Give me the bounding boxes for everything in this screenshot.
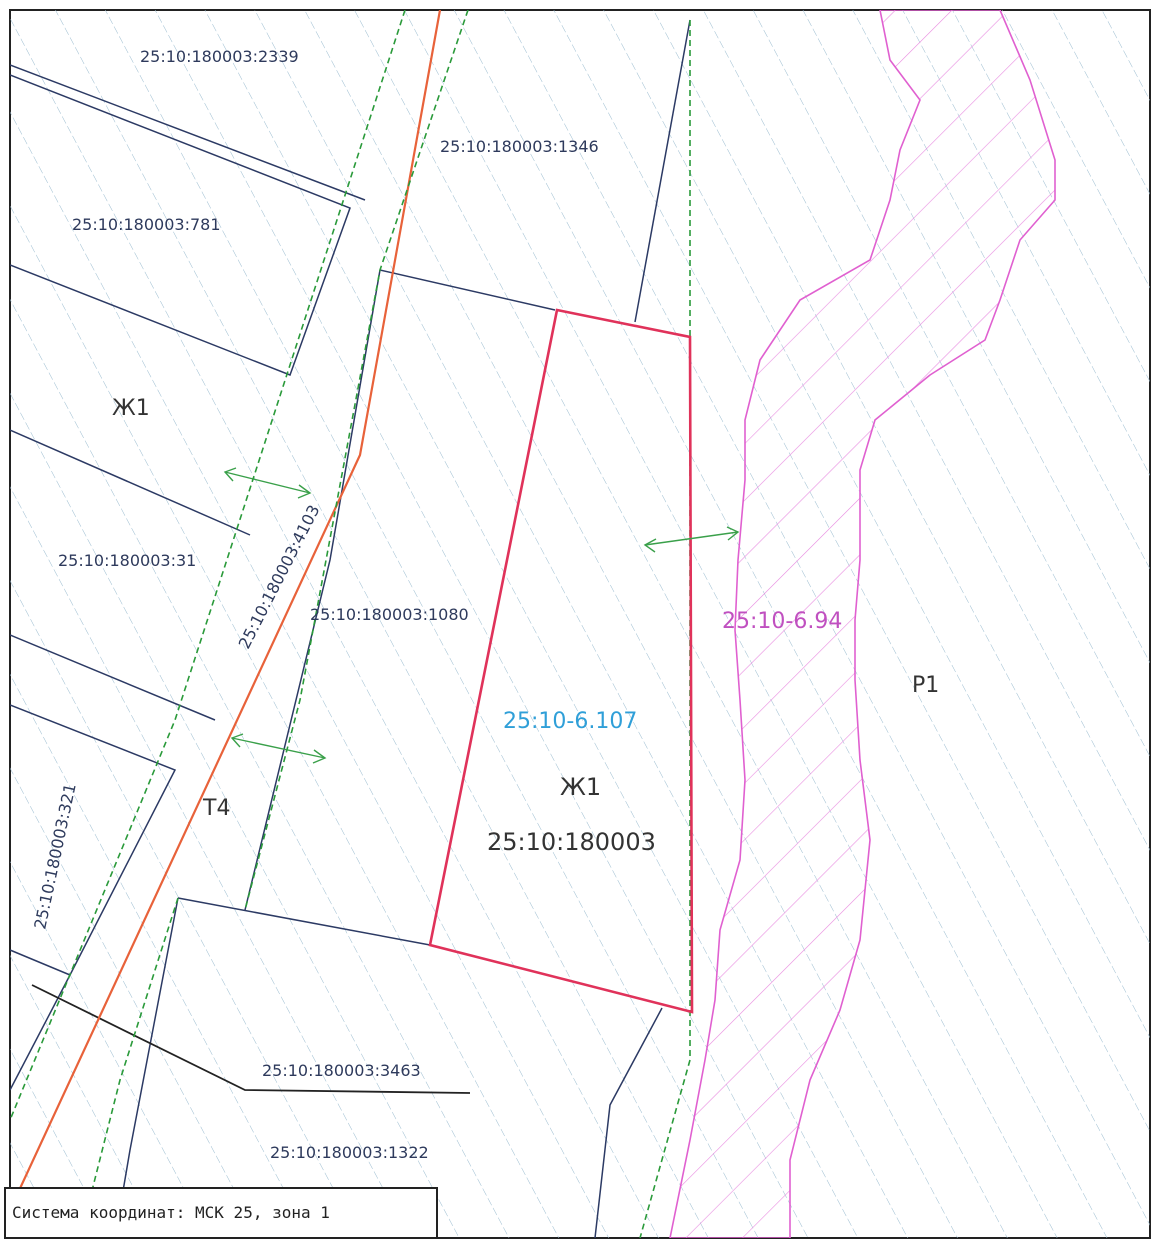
water-zone-band: [669, 10, 1056, 1238]
zone-code-blue-label: 25:10-6.107: [503, 709, 637, 734]
parcel-label-1346: 25:10:180003:1346: [440, 137, 599, 156]
parcel-label-3463: 25:10:180003:3463: [262, 1061, 421, 1080]
coordinate-system-legend: Система координат: МСК 25, зона 1: [4, 1187, 438, 1239]
cadastral-block-label: 25:10:180003: [487, 828, 656, 856]
zone-boundary-lower: [79, 897, 179, 1238]
water-zone-code-label: 25:10-6.94: [722, 609, 842, 634]
road-line: [31, 984, 471, 1094]
parcel-label-1080: 25:10:180003:1080: [310, 605, 469, 624]
double-arrow: [223, 467, 312, 499]
parcel-1346-boundary: [379, 269, 556, 311]
parcel-321-boundary: [10, 704, 177, 976]
parcel-label-2339: 25:10:180003:2339: [140, 47, 299, 66]
parcel-31-boundary: [10, 429, 251, 536]
parcel-781-boundary: [10, 74, 351, 376]
coordinate-system-text: Система координат: МСК 25, зона 1: [12, 1203, 330, 1222]
double-arrow: [230, 733, 327, 764]
parcel-label-31: 25:10:180003:31: [58, 551, 196, 570]
parcel-1322-right-boundary: [594, 1007, 663, 1238]
parcel-lower-left-boundary: [10, 974, 71, 1091]
zone-label-t4: Т4: [202, 796, 230, 821]
parcel-label-781: 25:10:180003:781: [72, 215, 221, 234]
parcel-1080-west-boundary: [244, 269, 381, 911]
zone-boundary-right: [639, 20, 691, 1238]
parcel-1346-right-boundary: [634, 19, 691, 323]
zone-boundary-mid: [244, 10, 469, 911]
red-line: [10, 10, 442, 1211]
zone-label-zh1-left: Ж1: [112, 396, 150, 421]
double-arrow: [643, 526, 740, 553]
parcel-1080-south-boundary: [177, 897, 431, 946]
zone-label-zh1-center: Ж1: [560, 773, 601, 801]
zone-label-r1: Р1: [912, 673, 939, 698]
zone-boundary-left: [10, 10, 406, 1121]
subject-parcel-outline: [428, 308, 694, 1014]
parcel-31-lower-boundary: [10, 634, 216, 721]
parcel-2339-boundary: [10, 64, 366, 201]
parcel-label-1322: 25:10:180003:1322: [270, 1143, 429, 1162]
